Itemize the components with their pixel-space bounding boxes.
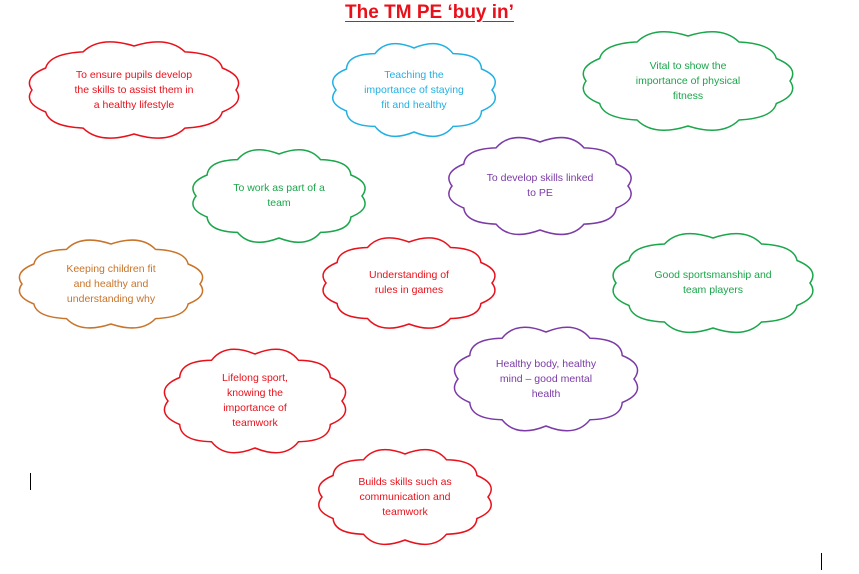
cloud-shape <box>582 30 794 132</box>
cloud-bubble: To work as part of a team <box>190 148 368 244</box>
cloud-bubble: Vital to show the importance of physical… <box>580 30 796 132</box>
cloud-shape <box>322 237 496 329</box>
cloud-outline <box>332 42 496 138</box>
cloud-shape <box>18 239 204 329</box>
cloud-bubble: Healthy body, healthy mind – good mental… <box>452 326 640 432</box>
cloud-shape <box>332 42 496 138</box>
cloud-shape <box>163 348 347 454</box>
cloud-outline <box>582 30 794 132</box>
cloud-outline <box>612 232 814 334</box>
cloud-outline <box>453 326 639 432</box>
cloud-shape <box>192 148 366 244</box>
cloud-shape <box>28 41 240 139</box>
cloud-bubble: To develop skills linked to PE <box>446 136 634 236</box>
cloud-text: Good sportsmanship and team players <box>654 269 772 296</box>
cloud-outline <box>192 148 366 244</box>
cloud-text: Understanding of rules in games <box>369 269 449 296</box>
cloud-bubble: Keeping children fit and healthy and und… <box>16 238 206 330</box>
cloud-text: To ensure pupils develop the skills to a… <box>74 68 194 111</box>
cloud-bubble: Understanding of rules in games <box>320 236 498 330</box>
cloud-shape <box>318 448 492 546</box>
cloud-outline <box>448 136 632 236</box>
cloud-outline <box>18 239 204 329</box>
cloud-text: To work as part of a team <box>233 182 325 209</box>
text-cursor <box>821 553 822 570</box>
text-cursor <box>30 473 31 490</box>
cloud-shape <box>453 326 639 432</box>
diagram-title: The TM PE ‘buy in’ <box>0 2 859 24</box>
cloud-bubble: Good sportsmanship and team players <box>610 232 816 334</box>
cloud-text: Keeping children fit and healthy and und… <box>66 262 156 305</box>
cloud-outline <box>318 448 492 546</box>
cloud-bubble: To ensure pupils develop the skills to a… <box>26 40 242 140</box>
cloud-text: Vital to show the importance of physical… <box>635 59 741 102</box>
cloud-bubble: Lifelong sport, knowing the importance o… <box>162 348 348 454</box>
cloud-text: Teaching the importance of staying fit a… <box>364 68 464 111</box>
cloud-text: Builds skills such as communication and … <box>358 475 452 518</box>
cloud-outline <box>322 237 496 329</box>
cloud-text: Lifelong sport, knowing the importance o… <box>222 372 288 429</box>
cloud-outline <box>163 348 347 454</box>
cloud-shape <box>448 136 632 236</box>
diagram-title-text: The TM PE ‘buy in’ <box>345 2 514 23</box>
cloud-shape <box>612 232 814 334</box>
cloud-bubble: Builds skills such as communication and … <box>316 448 494 546</box>
cloud-outline <box>28 41 240 139</box>
cloud-text: To develop skills linked to PE <box>486 172 594 199</box>
cloud-text: Healthy body, healthy mind – good mental… <box>495 357 597 400</box>
cloud-bubble: Teaching the importance of staying fit a… <box>330 42 498 138</box>
